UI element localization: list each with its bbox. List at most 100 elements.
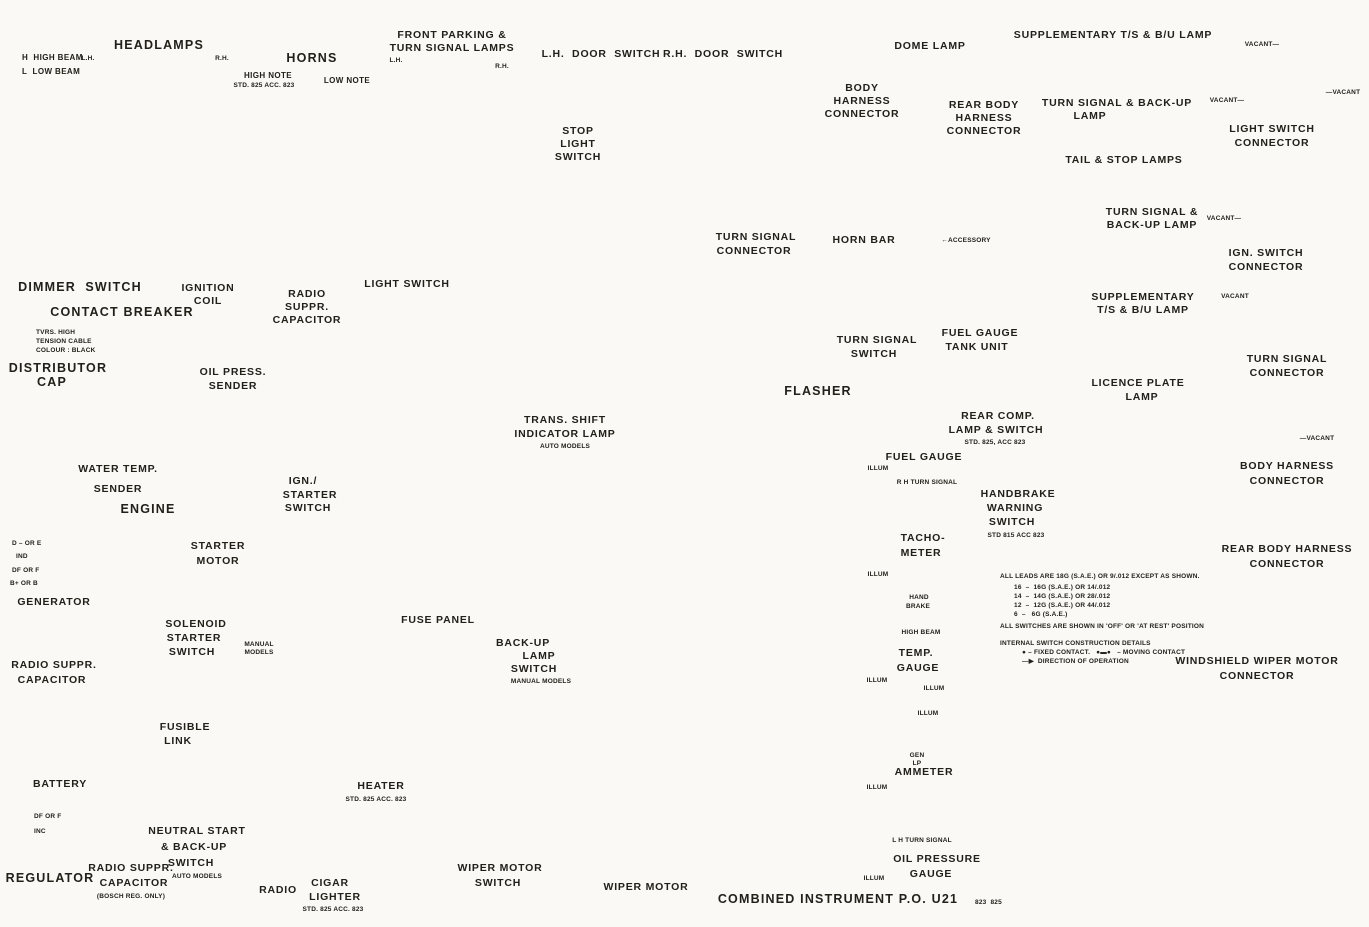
- svg-text:TAIL & STOP LAMPS: TAIL & STOP LAMPS: [1065, 154, 1182, 166]
- svg-text:16 – 16G (S.A.E.) OR 14/.012: 16 – 16G (S.A.E.) OR 14/.012: [1014, 584, 1111, 591]
- svg-text:GAUGE: GAUGE: [897, 662, 940, 674]
- svg-text:CONNECTOR: CONNECTOR: [825, 108, 900, 120]
- svg-text:HEATER: HEATER: [357, 780, 404, 792]
- svg-text:L.H. DOOR SWITCH: L.H. DOOR SWITCH: [542, 48, 661, 60]
- svg-text:ILLUM: ILLUM: [867, 784, 888, 791]
- svg-text:WARNING: WARNING: [987, 502, 1043, 514]
- svg-text:COLOUR : BLACK: COLOUR : BLACK: [36, 347, 96, 354]
- svg-text:—VACANT: —VACANT: [1300, 435, 1335, 442]
- svg-text:LIGHT: LIGHT: [560, 138, 596, 150]
- svg-text:REAR COMP.: REAR COMP.: [961, 410, 1035, 422]
- svg-text:TVRS. HIGH: TVRS. HIGH: [36, 329, 75, 336]
- svg-text:AUTO MODELS: AUTO MODELS: [172, 873, 223, 880]
- svg-text:SUPPR.: SUPPR.: [285, 301, 329, 313]
- svg-text:RADIO: RADIO: [288, 288, 326, 300]
- svg-text:L LOW BEAM: L LOW BEAM: [22, 67, 80, 76]
- svg-text:SOLENOID: SOLENOID: [165, 618, 226, 630]
- svg-text:HANDBRAKE: HANDBRAKE: [981, 488, 1056, 500]
- svg-text:BODY: BODY: [845, 82, 879, 94]
- svg-text:MODELS: MODELS: [244, 649, 273, 656]
- svg-text:FUSIBLE: FUSIBLE: [160, 721, 211, 733]
- svg-text:LIGHT SWITCH: LIGHT SWITCH: [1229, 123, 1314, 135]
- svg-text:STD. 825, ACC 823: STD. 825, ACC 823: [965, 439, 1026, 446]
- svg-text:RADIO SUPPR.: RADIO SUPPR.: [88, 862, 173, 874]
- svg-text:R.H.: R.H.: [495, 63, 509, 70]
- svg-text:—VACANT: —VACANT: [1326, 89, 1361, 96]
- svg-text:VACANT—: VACANT—: [1210, 97, 1245, 104]
- svg-text:LAMP: LAMP: [523, 650, 556, 662]
- svg-text:TURN SIGNAL: TURN SIGNAL: [837, 334, 918, 346]
- svg-text:ILLUM: ILLUM: [868, 571, 889, 578]
- svg-text:(BOSCH REG. ONLY): (BOSCH REG. ONLY): [97, 893, 165, 900]
- svg-text:ALL SWITCHES ARE SHOWN IN 'OFF: ALL SWITCHES ARE SHOWN IN 'OFF' OR 'AT R…: [1000, 623, 1204, 630]
- svg-text:HAND: HAND: [909, 594, 929, 601]
- svg-text:INC: INC: [34, 828, 46, 835]
- svg-text:TENSION CABLE: TENSION CABLE: [36, 338, 92, 345]
- svg-text:SENDER: SENDER: [94, 483, 143, 495]
- svg-text:R.H. DOOR SWITCH: R.H. DOOR SWITCH: [663, 48, 783, 60]
- svg-text:DIMMER SWITCH: DIMMER SWITCH: [18, 280, 142, 294]
- svg-text:TURN SIGNAL: TURN SIGNAL: [716, 231, 797, 243]
- svg-text:RADIO SUPPR.: RADIO SUPPR.: [11, 659, 96, 671]
- svg-text:BACK-UP LAMP: BACK-UP LAMP: [1107, 219, 1198, 231]
- svg-text:SWITCH: SWITCH: [511, 663, 557, 675]
- svg-text:MANUAL: MANUAL: [244, 641, 273, 648]
- svg-text:SWITCH: SWITCH: [989, 516, 1035, 528]
- svg-text:HARNESS: HARNESS: [956, 112, 1013, 124]
- svg-text:SWITCH: SWITCH: [555, 151, 601, 163]
- svg-text:STOP: STOP: [562, 125, 594, 137]
- svg-text:STD. 825 ACC. 823: STD. 825 ACC. 823: [234, 82, 295, 89]
- svg-text:BODY HARNESS: BODY HARNESS: [1240, 460, 1334, 472]
- svg-text:SWITCH: SWITCH: [851, 348, 897, 360]
- svg-text:& BACK-UP: & BACK-UP: [161, 841, 227, 853]
- svg-text:CONNECTOR: CONNECTOR: [1250, 475, 1325, 487]
- svg-text:REGULATOR: REGULATOR: [6, 871, 95, 885]
- svg-text:METER: METER: [901, 547, 942, 559]
- svg-text:BRAKE: BRAKE: [906, 603, 931, 610]
- svg-text:—▶ DIRECTION OF OPERATION: —▶ DIRECTION OF OPERATION: [1022, 658, 1129, 665]
- svg-text:ENGINE: ENGINE: [120, 502, 175, 516]
- svg-text:FUSE PANEL: FUSE PANEL: [401, 614, 475, 626]
- svg-text:TACHO-: TACHO-: [901, 532, 946, 544]
- svg-text:CONNECTOR: CONNECTOR: [1250, 558, 1325, 570]
- svg-text:GEN: GEN: [910, 752, 925, 759]
- svg-text:HORNS: HORNS: [286, 51, 337, 65]
- svg-text:VACANT: VACANT: [1221, 293, 1249, 300]
- svg-text:LP: LP: [913, 760, 922, 767]
- svg-text:WINDSHIELD WIPER MOTOR: WINDSHIELD WIPER MOTOR: [1175, 655, 1338, 667]
- svg-text:WIPER MOTOR: WIPER MOTOR: [457, 862, 542, 874]
- svg-text:L.H.: L.H.: [389, 57, 402, 64]
- svg-text:14 – 14G (S.A.E.) OR 28/.012: 14 – 14G (S.A.E.) OR 28/.012: [1014, 593, 1111, 600]
- svg-text:CONNECTOR: CONNECTOR: [1229, 261, 1304, 273]
- svg-text:CAP: CAP: [37, 375, 67, 389]
- svg-text:CONNECTOR: CONNECTOR: [1220, 670, 1295, 682]
- svg-text:DISTRIBUTOR: DISTRIBUTOR: [9, 361, 107, 375]
- svg-text:FRONT PARKING &: FRONT PARKING &: [397, 29, 506, 41]
- svg-text:AMMETER: AMMETER: [895, 766, 954, 778]
- svg-text:823 825: 823 825: [975, 899, 1002, 906]
- svg-text:HIGH NOTE: HIGH NOTE: [244, 71, 292, 80]
- svg-text:TRANS. SHIFT: TRANS. SHIFT: [524, 414, 606, 426]
- svg-text:IGN./: IGN./: [289, 475, 318, 487]
- svg-text:STD 815 ACC 823: STD 815 ACC 823: [988, 532, 1045, 539]
- svg-text:ILLUM: ILLUM: [864, 875, 885, 882]
- svg-text:GAUGE: GAUGE: [910, 868, 953, 880]
- svg-text:CONNECTOR: CONNECTOR: [1235, 137, 1310, 149]
- svg-text:SWITCH: SWITCH: [475, 877, 521, 889]
- svg-text:HEADLAMPS: HEADLAMPS: [114, 38, 204, 52]
- svg-text:NEUTRAL START: NEUTRAL START: [148, 825, 246, 837]
- svg-text:SWITCH: SWITCH: [169, 646, 215, 658]
- svg-text:TANK UNIT: TANK UNIT: [946, 341, 1009, 353]
- svg-text:ILLUM: ILLUM: [868, 465, 889, 472]
- svg-text:HIGH BEAM: HIGH BEAM: [902, 629, 941, 636]
- svg-text:R.H.: R.H.: [215, 55, 229, 62]
- svg-text:SUPPLEMENTARY T/S & B/U LAMP: SUPPLEMENTARY T/S & B/U LAMP: [1014, 29, 1212, 41]
- svg-text:INTERNAL SWITCH CONSTRUCTION D: INTERNAL SWITCH CONSTRUCTION DETAILS: [1000, 640, 1151, 647]
- svg-text:FUEL GAUGE: FUEL GAUGE: [942, 327, 1019, 339]
- svg-text:STARTER: STARTER: [191, 540, 245, 552]
- svg-text:DF OR F: DF OR F: [34, 813, 61, 820]
- svg-text:VACANT—: VACANT—: [1207, 215, 1242, 222]
- svg-text:B+ OR B: B+ OR B: [10, 580, 38, 587]
- svg-text:SENDER: SENDER: [209, 380, 258, 392]
- svg-text:H HIGH BEAM: H HIGH BEAM: [22, 53, 83, 62]
